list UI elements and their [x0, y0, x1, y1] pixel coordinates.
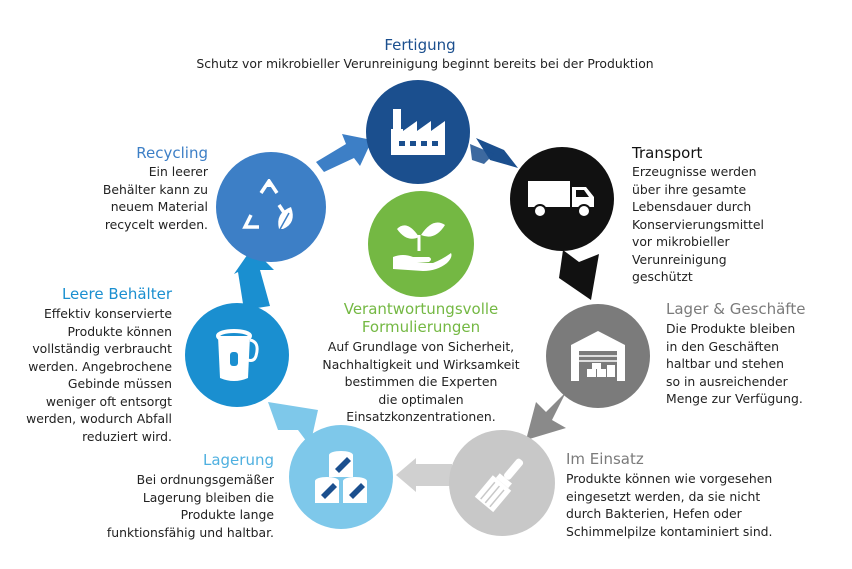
recycling-text: Ein leerer Behälter kann zu neuem Materi…: [60, 163, 208, 233]
plant-hand-icon: [393, 222, 452, 271]
lagerung-line: Bei ordnungsgemäßer: [136, 472, 274, 487]
center-line: Auf Grundlage von Sicherheit,: [327, 339, 515, 354]
transport-line: vor mikrobieller: [632, 234, 730, 249]
center-line: bestimmen die Experten: [344, 374, 498, 389]
lager-circle: [546, 304, 650, 408]
recycling-line: neuem Material: [110, 199, 208, 214]
transport-title: Transport: [632, 144, 703, 162]
einsatz-line: Schimmelpilze kontaminiert sind.: [566, 523, 773, 539]
center-line: die optimalen: [378, 391, 464, 407]
einsatz-circle: [449, 430, 555, 536]
fertigung-text: Schutz vor mikrobieller Verunreinigung b…: [160, 55, 690, 73]
lager-title: Lager & Geschäfte: [666, 300, 806, 318]
lagerung-line: Lagerung bleiben die: [142, 489, 274, 505]
leere-line: Effektiv konservierte: [43, 306, 172, 321]
arrow-einsatz-lagerung: [396, 458, 452, 492]
leere-line: weniger oft entsorgt: [45, 393, 172, 409]
fertigung-circle: [366, 80, 470, 184]
leere-title: Leere Behälter: [61, 285, 172, 303]
center-line: Einsatzkonzentrationen.: [346, 409, 496, 424]
leere-line: werden, wodurch Abfall: [26, 411, 172, 426]
paintbrush-icon: [474, 458, 524, 513]
transport-line: geschützt: [632, 269, 693, 284]
transport-line: Konservierungsmittel: [632, 216, 764, 232]
lagerung-text: Bei ordnungsgemäßer Lagerung bleiben die…: [60, 471, 274, 541]
arrow-transport-lager: [559, 250, 599, 300]
arrow-leere-recycling: [234, 248, 274, 310]
lager-line: so in ausreichender: [666, 373, 788, 389]
transport-line: Lebensdauer durch: [632, 199, 752, 214]
recycle-icon: [242, 179, 293, 232]
transport-line: Verunreinigung: [632, 251, 727, 267]
einsatz-line: Produkte können wie vorgesehen: [566, 471, 773, 486]
leere-line: vollständig verbraucht: [32, 341, 172, 356]
center-text: Auf Grundlage von Sicherheit, Nachhaltig…: [306, 338, 536, 426]
arrow-recycling-fertigung: [316, 134, 372, 172]
fertigung-title: Fertigung: [384, 36, 456, 54]
recycling-line: Ein leerer: [148, 164, 208, 179]
einsatz-line: durch Bakterien, Hefen oder: [566, 506, 742, 521]
center-title: Verantwortungsvolle Formulierungen: [316, 300, 526, 336]
lager-line: in den Geschäften: [666, 338, 779, 354]
lagerung-title: Lagerung: [202, 451, 274, 469]
warehouse-icon: [571, 331, 625, 381]
transport-line: Erzeugnisse werden: [632, 164, 757, 179]
arrow-fertigung-transport: [470, 138, 518, 168]
center-circle: [368, 191, 474, 297]
lager-line: haltbar und stehen: [666, 356, 785, 371]
fertigung-line: Schutz vor mikrobieller Verunreinigung b…: [196, 56, 654, 71]
leere-line: reduziert wird.: [82, 428, 172, 444]
empty-can-icon: [216, 329, 259, 381]
recycling-line: Behälter kann zu: [102, 181, 208, 197]
recycling-line: recycelt werden.: [104, 216, 208, 232]
einsatz-text: Produkte können wie vorgesehen eingesetz…: [566, 470, 773, 540]
lagerung-line: Produkte lange: [180, 507, 274, 522]
leere-circle: [185, 303, 289, 407]
leere-line: werden. Angebrochene: [28, 358, 172, 374]
transport-line: über ihre gesamte: [632, 181, 747, 197]
transport-text: Erzeugnisse werden über ihre gesamte Leb…: [632, 163, 764, 286]
transport-circle: [510, 147, 614, 251]
arrow-lager-einsatz: [526, 392, 566, 440]
center-title-line: Formulierungen: [361, 318, 481, 336]
lager-text: Die Produkte bleiben in den Geschäften h…: [666, 320, 803, 408]
paint-cans-icon: [315, 451, 367, 503]
factory-icon: [391, 109, 445, 155]
einsatz-title: Im Einsatz: [566, 450, 644, 468]
recycling-title: Recycling: [136, 144, 208, 162]
leere-text: Effektiv konservierte Produkte können vo…: [10, 305, 172, 445]
arrow-lagerung-leere: [268, 402, 318, 446]
einsatz-line: eingesetzt werden, da sie nicht: [566, 488, 761, 504]
lagerung-circle: [289, 425, 393, 529]
lager-line: Menge zur Verfügung.: [666, 391, 803, 406]
center-title-line: Verantwortungsvolle: [343, 300, 499, 318]
truck-icon: [528, 181, 594, 218]
center-line: Nachhaltigkeit und Wirksamkeit: [322, 356, 520, 372]
leere-line: Produkte können: [67, 323, 172, 339]
lagerung-line: funktionsfähig und haltbar.: [106, 524, 274, 540]
leere-line: Gebinde müssen: [67, 376, 172, 391]
lager-line: Die Produkte bleiben: [666, 321, 796, 336]
recycling-circle: [216, 152, 326, 262]
